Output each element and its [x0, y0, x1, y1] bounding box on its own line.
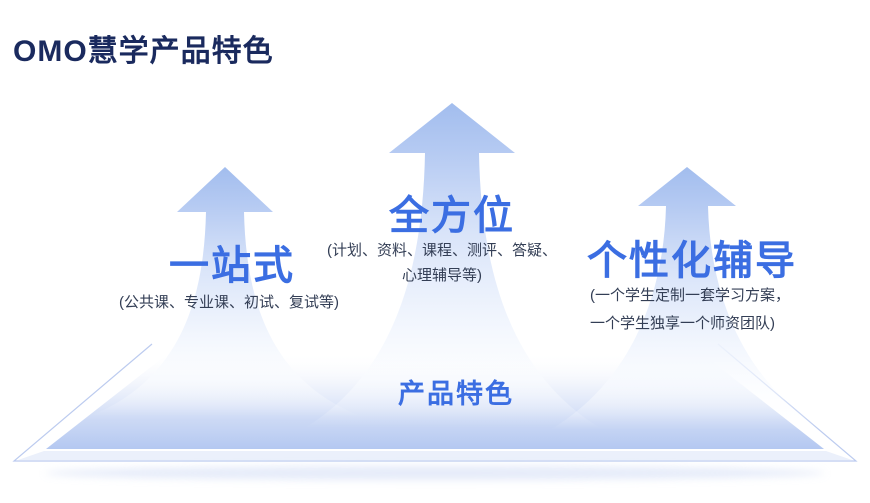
feature-desc-line: (公共课、专业课、初试、复试等)	[119, 294, 339, 311]
feature-label-all-round: 全方位	[389, 194, 515, 238]
platform-edge-strip	[18, 451, 852, 460]
feature-desc-line: 一个学生独享一个师资团队)	[590, 315, 775, 332]
feature-label-personalized: 个性化辅导	[587, 239, 797, 283]
page-title: OMO慧学产品特色	[13, 35, 274, 68]
arrow-right	[550, 167, 825, 430]
platform-caption: 产品特色	[398, 379, 514, 409]
feature-desc-line: (一个学生定制一套学习方案，	[590, 287, 790, 304]
arrow-center	[305, 103, 600, 428]
platform-shadow	[45, 466, 825, 480]
arrow-left	[90, 167, 360, 416]
feature-label-one-stop: 一站式	[169, 244, 295, 288]
feature-desc-line: (计划、资料、课程、测评、答疑、	[327, 242, 557, 259]
feature-desc-line: 心理辅导等)	[402, 267, 482, 284]
feature-desc-one-stop: (公共课、专业课、初试、复试等)	[79, 290, 379, 315]
feature-desc-personalized: (一个学生定制一套学习方案， 一个学生独享一个师资团队)	[590, 282, 820, 338]
platform-caption-reflection: 产品特色	[356, 402, 556, 426]
feature-desc-all-round: (计划、资料、课程、测评、答疑、 心理辅导等)	[292, 238, 592, 288]
